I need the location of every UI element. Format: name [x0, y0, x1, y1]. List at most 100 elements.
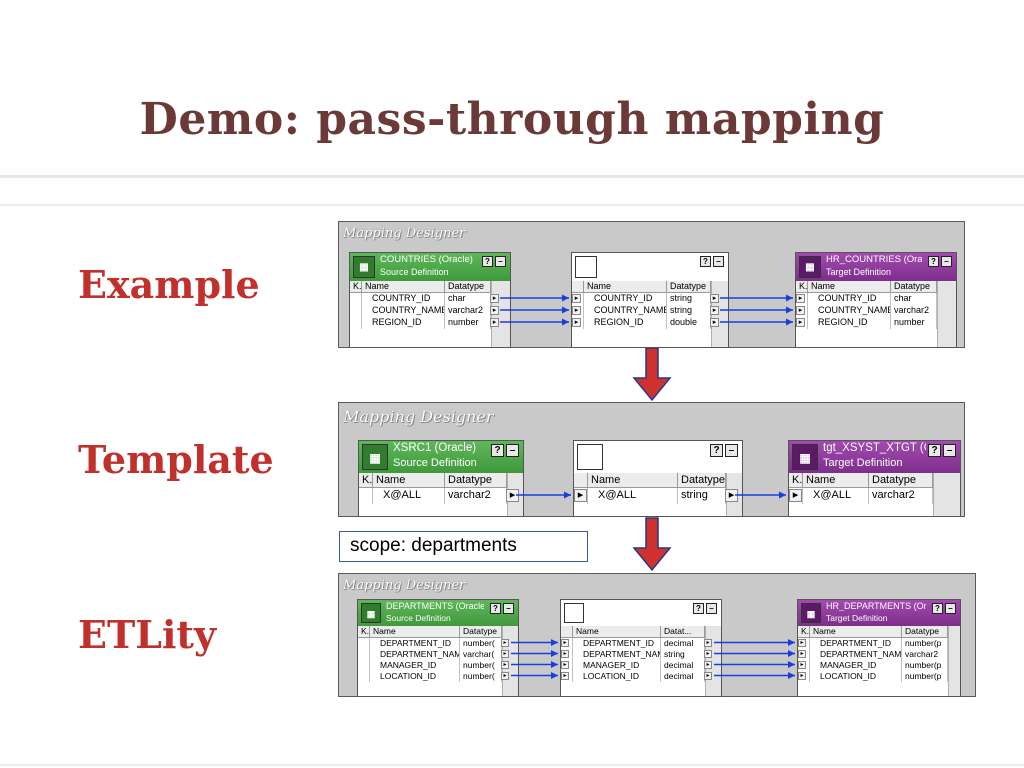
transformation-target[interactable]: ▦HR_DEPARTMENTS (Oracle)Target Definitio… — [797, 599, 961, 697]
transformation-target[interactable]: ▦HR_COUNTRIES (Oracle)Target Definition?… — [795, 252, 957, 348]
minimize-button[interactable]: – — [503, 603, 514, 614]
output-port-icon[interactable]: ▸ — [704, 649, 712, 658]
transformation-header[interactable]: ▦COUNTRIES (Oracle)Source Definition?– — [350, 253, 510, 281]
minimize-button[interactable]: – — [506, 444, 519, 457]
transformation-target[interactable]: ▦tgt_XSYST_XTGT (O...Target Definition?–… — [788, 440, 961, 517]
transformation-header[interactable]: ▦HR_DEPARTMENTS (Oracle)Target Definitio… — [798, 600, 960, 626]
output-port-icon[interactable]: ▸ — [501, 638, 509, 647]
output-port-icon[interactable]: ▸ — [710, 305, 719, 315]
minimize-button[interactable]: – — [713, 256, 724, 267]
output-port-icon[interactable]: ▸ — [501, 671, 509, 680]
scrollbar[interactable] — [937, 281, 956, 347]
input-port-icon[interactable]: ▸ — [798, 638, 806, 647]
minimize-button[interactable]: – — [495, 256, 506, 267]
output-port-icon[interactable]: ▸ — [704, 671, 712, 680]
minimize-button[interactable]: – — [706, 603, 717, 614]
output-port-icon[interactable]: ▸ — [710, 317, 719, 327]
input-port-icon[interactable]: ▸ — [796, 293, 805, 303]
output-port-icon[interactable]: ▸ — [490, 317, 499, 327]
transformation-source[interactable]: ▦COUNTRIES (Oracle)Source Definition?–K.… — [349, 252, 511, 348]
help-button[interactable]: ? — [932, 603, 943, 614]
help-button[interactable]: ? — [928, 444, 941, 457]
transformation-source[interactable]: ▦DEPARTMENTS (Oracle)Source Definition?–… — [357, 599, 519, 697]
output-port-icon[interactable]: ▸ — [704, 660, 712, 669]
transformation-header[interactable]: ▦DEPARTMENTS (Oracle)Source Definition?– — [358, 600, 518, 626]
help-button[interactable]: ? — [491, 444, 504, 457]
input-port-icon[interactable]: ▸ — [561, 671, 569, 680]
minimize-button[interactable]: – — [945, 603, 956, 614]
output-port-icon[interactable]: ▸ — [704, 638, 712, 647]
input-port-icon[interactable]: ▸ — [572, 293, 581, 303]
input-port-icon[interactable]: ▸ — [798, 649, 806, 658]
help-button[interactable]: ? — [693, 603, 704, 614]
input-port-icon[interactable]: ▸ — [798, 660, 806, 669]
output-port-icon[interactable]: ▸ — [501, 660, 509, 669]
input-port-icon[interactable]: ▸ — [572, 317, 581, 327]
scrollbar[interactable] — [933, 473, 960, 516]
transformation-source[interactable]: ▦XSRC1 (Oracle)Source Definition?–K.Name… — [358, 440, 524, 517]
help-button[interactable]: ? — [700, 256, 711, 267]
scrollbar[interactable] — [948, 626, 960, 696]
output-port-icon[interactable]: ▸ — [506, 488, 519, 502]
minimize-button[interactable]: – — [943, 444, 956, 457]
transformation-header[interactable]: ▦XSRC1 (Oracle)Source Definition?– — [359, 441, 523, 473]
help-button[interactable]: ? — [710, 444, 723, 457]
help-button[interactable]: ? — [928, 256, 939, 267]
input-port-icon[interactable]: ▸ — [561, 638, 569, 647]
help-button[interactable]: ? — [490, 603, 501, 614]
input-port-icon[interactable]: ▸ — [789, 488, 802, 502]
input-port-icon[interactable]: ▸ — [561, 649, 569, 658]
minimize-button[interactable]: – — [941, 256, 952, 267]
input-port-icon[interactable]: ▸ — [796, 317, 805, 327]
input-port-icon[interactable]: ▸ — [798, 671, 806, 680]
output-port-icon[interactable]: ▸ — [501, 649, 509, 658]
output-port-icon[interactable]: ▸ — [490, 293, 499, 303]
help-button[interactable]: ? — [482, 256, 493, 267]
minimize-button[interactable]: – — [725, 444, 738, 457]
output-port-icon[interactable]: ▸ — [725, 488, 738, 502]
input-port-icon[interactable]: ▸ — [572, 305, 581, 315]
transformation-header[interactable]: ▦HR_COUNTRIES (Oracle)Target Definition?… — [796, 253, 956, 281]
output-port-icon[interactable]: ▸ — [490, 305, 499, 315]
input-port-icon[interactable]: ▸ — [574, 488, 587, 502]
input-port-icon[interactable]: ▸ — [796, 305, 805, 315]
output-port-icon[interactable]: ▸ — [710, 293, 719, 303]
